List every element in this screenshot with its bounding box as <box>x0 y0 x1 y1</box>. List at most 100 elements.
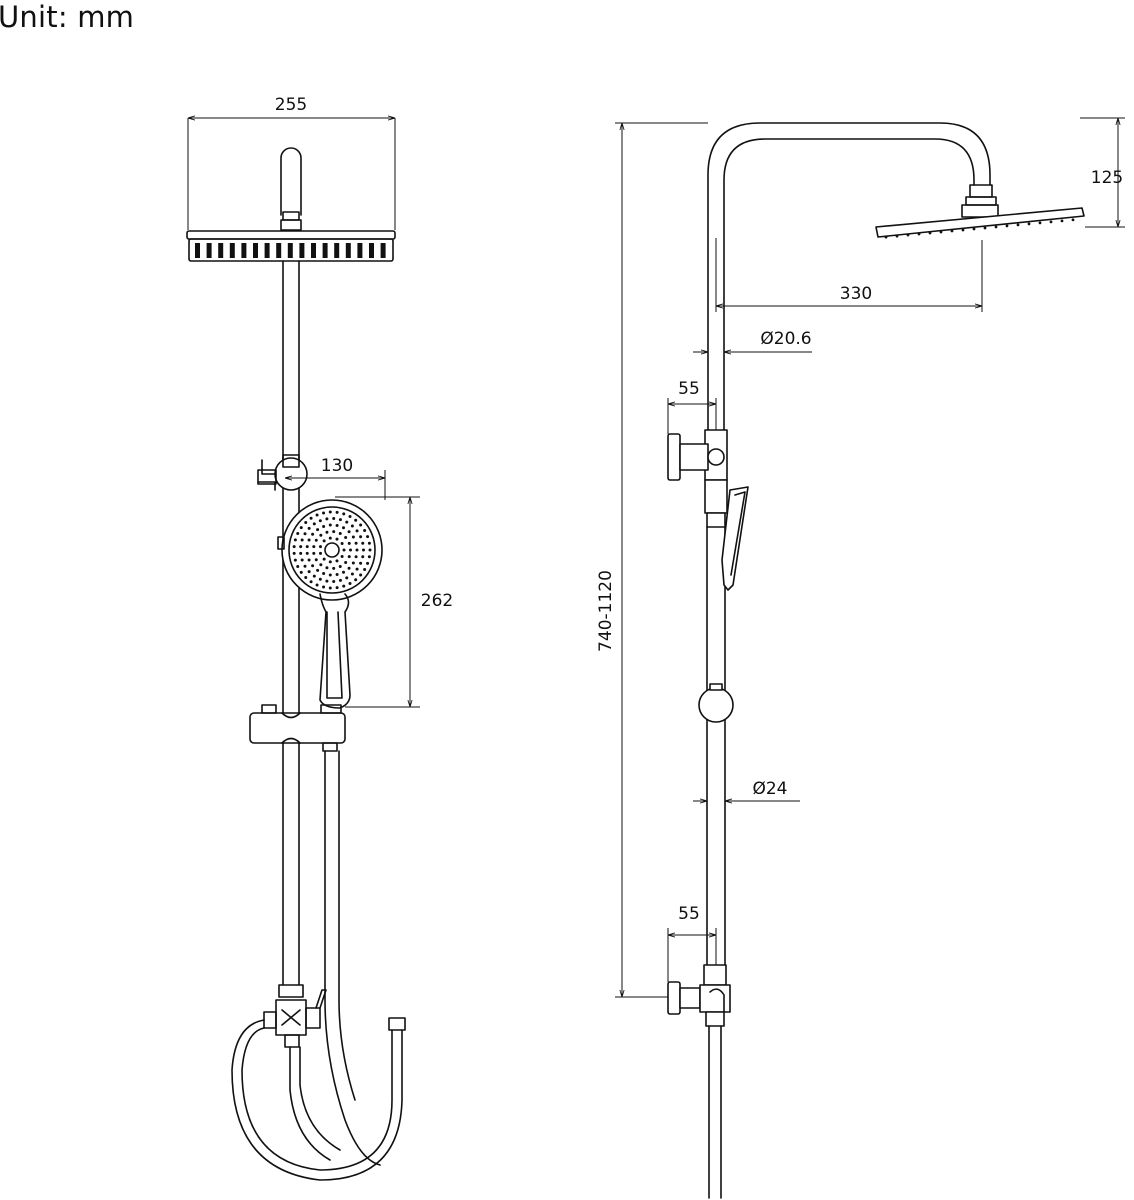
nozzle-dot <box>367 555 371 559</box>
nozzle-dot <box>319 533 323 537</box>
nozzle-dot <box>917 232 921 236</box>
nozzle-dot <box>1038 221 1042 225</box>
nozzle-dot <box>359 523 363 527</box>
nozzle-dot <box>293 538 297 542</box>
nozzle-dot <box>1027 222 1031 226</box>
nozzle-dot <box>354 555 358 559</box>
nozzle-dot <box>335 572 339 576</box>
nozzle-dot <box>292 545 296 549</box>
nozzle-dot <box>314 558 318 562</box>
nozzle-dot <box>307 526 311 530</box>
nozzle-slot <box>229 243 235 258</box>
nozzle-dot <box>335 559 339 563</box>
nozzle-dot <box>939 230 943 234</box>
hand-shower-front <box>277 499 383 709</box>
nozzle-dot <box>299 545 303 549</box>
nozzle-dot <box>304 521 308 525</box>
nozzle-dot <box>300 558 304 562</box>
nozzle-dot <box>299 551 303 555</box>
nozzle-dot <box>322 539 326 543</box>
nozzle-dot <box>292 551 296 555</box>
nozzle-dot <box>315 583 319 587</box>
nozzle-dot <box>359 535 363 539</box>
nozzle-dot <box>309 516 313 520</box>
nozzle-dot <box>344 560 348 564</box>
nozzle-dot <box>361 555 365 559</box>
diverter-front <box>263 984 327 1048</box>
nozzle-dot <box>961 228 965 232</box>
nozzle-slot <box>322 243 328 258</box>
nozzle-dot <box>309 580 313 584</box>
nozzle-dot <box>312 522 316 526</box>
nozzle-dot <box>328 510 332 514</box>
nozzle-dot <box>350 524 354 528</box>
nozzle-dot <box>349 548 352 552</box>
nozzle-slot <box>380 243 386 258</box>
nozzle-dot <box>347 566 351 570</box>
nozzle-dot <box>340 542 344 546</box>
nozzle-dot <box>342 548 346 552</box>
nozzle-dot <box>351 561 355 565</box>
nozzle-dot <box>325 530 329 534</box>
dim-lower-bracket-offset: 55 <box>678 904 700 924</box>
nozzle-dot <box>328 560 332 564</box>
nozzle-slot <box>334 243 340 258</box>
nozzle-dot <box>325 579 329 583</box>
nozzle-dot <box>318 519 322 523</box>
nozzle-dot <box>366 535 370 539</box>
nozzle-dot <box>342 526 346 530</box>
nozzle-dot <box>355 567 359 571</box>
nozzle-dot <box>338 578 342 582</box>
nozzle-dot <box>332 517 336 521</box>
nozzle-dot <box>361 541 365 545</box>
nozzle-dot <box>906 233 910 237</box>
nozzle-dot <box>316 568 320 572</box>
dim-head-drop: 125 <box>1091 168 1123 188</box>
nozzle-dot <box>296 532 300 536</box>
nozzle-dot <box>303 564 307 568</box>
nozzle-dot <box>319 563 323 567</box>
nozzle-dot <box>325 517 329 521</box>
nozzle-dot <box>312 551 316 555</box>
nozzle-dot <box>311 532 315 536</box>
nozzle-dot <box>366 561 370 565</box>
nozzle-dot <box>348 581 352 585</box>
nozzle-dot <box>1060 219 1064 223</box>
nozzle-dot <box>355 548 359 552</box>
nozzle-dot <box>342 584 346 588</box>
nozzle-slot <box>299 243 305 258</box>
nozzle-dot <box>318 577 322 581</box>
nozzle-dot <box>315 513 319 517</box>
nozzle-dot <box>325 566 329 570</box>
nozzle-dot <box>354 518 358 522</box>
nozzle-dot <box>332 579 336 583</box>
nozzle-dot <box>884 235 888 239</box>
nozzle-dot <box>312 574 316 578</box>
nozzle-slot <box>218 243 224 258</box>
nozzle-dot <box>1049 220 1053 224</box>
nozzle-dot <box>299 526 303 530</box>
nozzle-dot <box>318 545 322 549</box>
nozzle-dot <box>307 570 311 574</box>
nozzle-dot <box>895 234 899 238</box>
front-dimensions: 255 130 262 <box>187 95 453 708</box>
nozzle-dot <box>983 226 987 230</box>
nozzle-dot <box>359 573 363 577</box>
nozzle-dot <box>332 566 336 570</box>
nozzle-dot <box>342 570 346 574</box>
dim-upper-pipe-diameter: Ø20.6 <box>760 329 811 349</box>
rain-head-side <box>875 207 1085 239</box>
nozzle-dot <box>293 558 297 562</box>
nozzle-dot <box>363 567 367 571</box>
dim-upper-bracket-offset: 55 <box>678 379 700 399</box>
dim-lower-pipe-diameter: Ø24 <box>752 779 787 799</box>
nozzle-dot <box>303 532 307 536</box>
nozzle-dot <box>318 551 322 555</box>
nozzle-slot <box>206 243 212 258</box>
nozzle-dot <box>351 535 355 539</box>
nozzle-slot <box>264 243 270 258</box>
nozzle-slot <box>195 243 200 258</box>
nozzle-dot <box>335 586 339 590</box>
dim-arm-reach: 330 <box>840 284 872 304</box>
nozzle-dot <box>307 558 311 562</box>
